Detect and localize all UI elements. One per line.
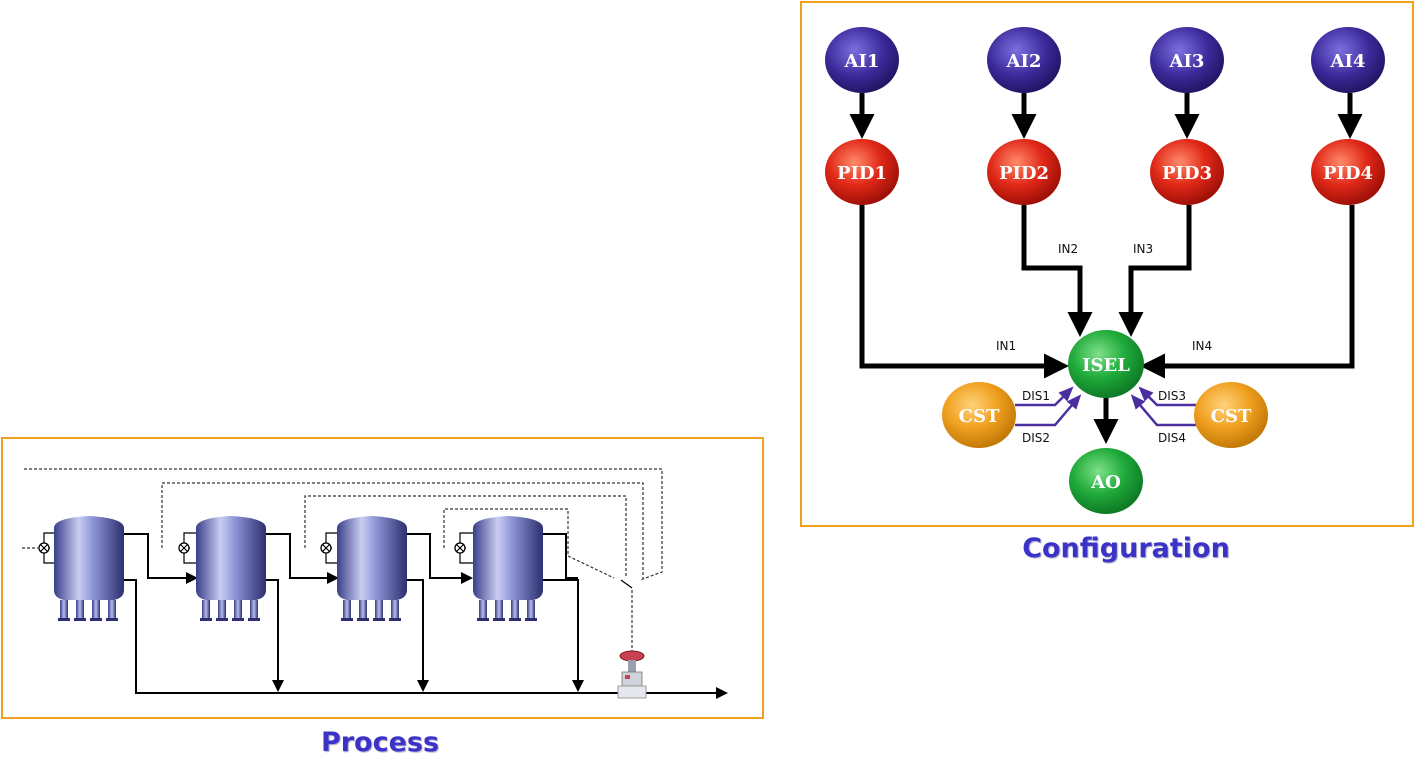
svg-text:PID3: PID3	[1162, 163, 1212, 184]
level-transmitter-3-icon	[320, 542, 332, 554]
process-piping	[124, 533, 728, 699]
link-dis2	[1015, 394, 1082, 427]
pid1-node: PID1	[825, 139, 899, 205]
svg-text:AI3: AI3	[1169, 51, 1205, 72]
signal-line-3	[304, 495, 627, 578]
link-pid2-isel	[1021, 205, 1093, 337]
signal-line-1	[24, 468, 663, 581]
pid2-node: PID2	[987, 139, 1061, 205]
svg-text:PID1: PID1	[837, 163, 887, 184]
label-in1: IN1	[996, 339, 1016, 353]
cst-right-node: CST	[1194, 382, 1268, 448]
signal-line-2	[161, 482, 644, 578]
label-in2: IN2	[1058, 242, 1078, 256]
link-dis1	[1015, 386, 1074, 407]
tank-2-icon	[196, 516, 266, 621]
link-pid3-isel	[1118, 205, 1192, 337]
label-in4: IN4	[1192, 339, 1212, 353]
svg-text:AI1: AI1	[844, 51, 880, 72]
ai-pid-links	[849, 93, 1363, 139]
control-valve-icon	[617, 650, 647, 699]
process-caption: Process	[320, 727, 440, 758]
ao-node: AO	[1069, 448, 1143, 514]
label-dis1: DIS1	[1022, 389, 1050, 403]
svg-text:CST: CST	[959, 406, 1000, 427]
tank-4-icon	[473, 516, 543, 621]
tank-3-icon	[337, 516, 407, 621]
level-transmitter-2-icon	[178, 542, 190, 554]
tank-1-icon	[54, 516, 124, 621]
discrete-links	[1015, 386, 1196, 427]
pid3-node: PID3	[1150, 139, 1224, 205]
svg-text:AI2: AI2	[1006, 51, 1042, 72]
label-dis4: DIS4	[1158, 431, 1186, 445]
svg-text:AI4: AI4	[1330, 51, 1366, 72]
link-dis3	[1138, 386, 1196, 407]
link-pid1-isel	[859, 205, 1069, 379]
pid4-node: PID4	[1311, 139, 1385, 205]
label-in3: IN3	[1133, 242, 1153, 256]
link-pid4-isel	[1140, 205, 1355, 379]
ai3-node: AI3	[1150, 27, 1224, 93]
svg-text:PID2: PID2	[999, 163, 1049, 184]
pid-isel-links	[859, 205, 1355, 379]
link-dis4	[1130, 394, 1196, 427]
signal-lines	[22, 468, 663, 652]
selector-switch-icon	[620, 579, 633, 589]
level-transmitter-1-icon	[38, 542, 50, 554]
level-transmitter-4-icon	[454, 542, 466, 554]
signal-line-4	[443, 508, 615, 579]
svg-text:CST: CST	[1211, 406, 1252, 427]
ai4-node: AI4	[1311, 27, 1385, 93]
label-dis2: DIS2	[1022, 431, 1050, 445]
svg-text:AO: AO	[1090, 472, 1121, 493]
ai2-node: AI2	[987, 27, 1061, 93]
configuration-caption: Configuration	[1022, 533, 1230, 564]
isel-node: ISEL	[1068, 330, 1144, 398]
label-dis3: DIS3	[1158, 389, 1186, 403]
cst-left-node: CST	[942, 382, 1016, 448]
svg-text:PID4: PID4	[1323, 163, 1373, 184]
svg-text:ISEL: ISEL	[1082, 355, 1130, 376]
ai1-node: AI1	[825, 27, 899, 93]
